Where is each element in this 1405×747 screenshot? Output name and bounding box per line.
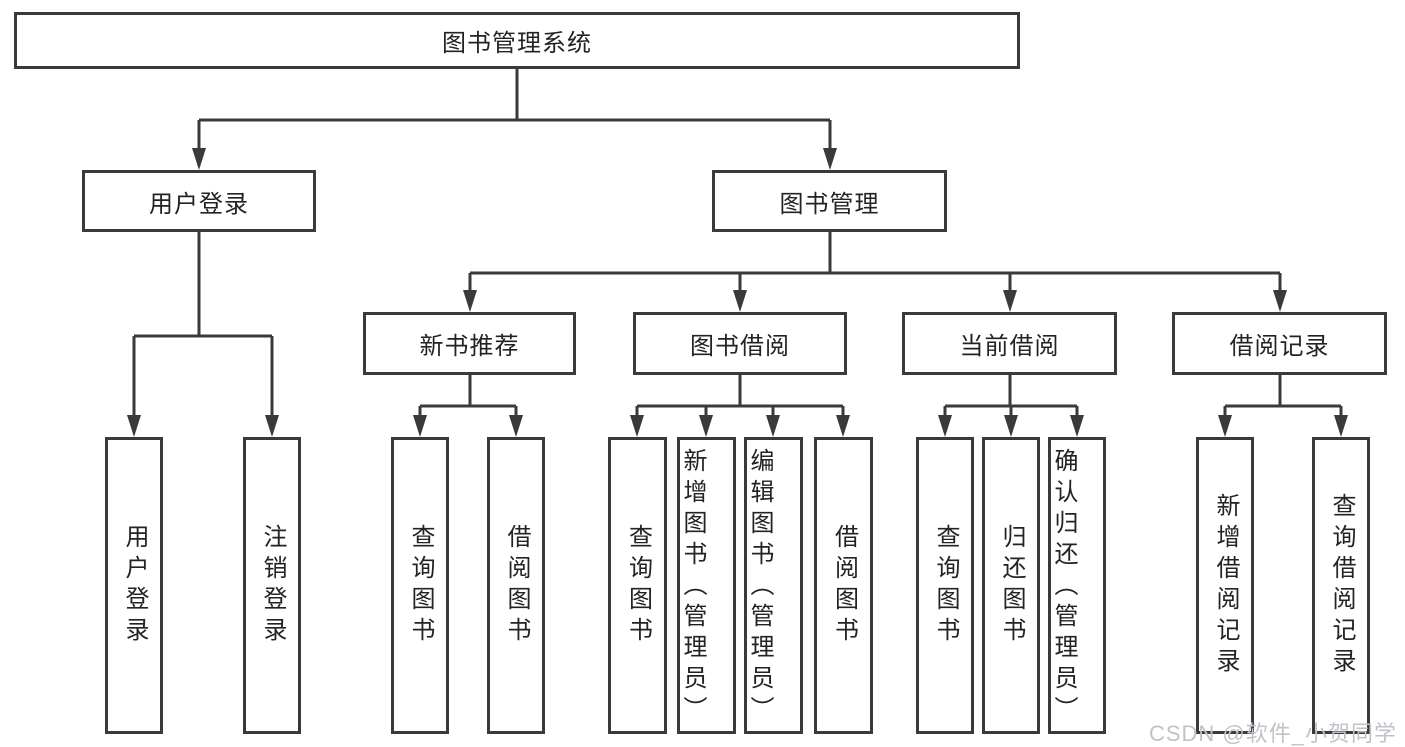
connector-current-borrow-children — [938, 375, 1084, 437]
node-book-management: 图书管理 — [712, 170, 947, 232]
connector-new-book-children — [413, 375, 523, 437]
leaf-query-books-current-label: 查询图书 — [932, 523, 959, 648]
leaf-borrow-books: 借阅图书 — [814, 437, 873, 734]
node-borrowing-records: 借阅记录 — [1172, 312, 1387, 375]
leaf-borrow-books-recommend: 借阅图书 — [487, 437, 545, 734]
connector-book-management-children — [463, 232, 1287, 312]
connector-book-borrow-children — [630, 375, 850, 437]
leaf-query-books-borrowing: 查询图书 — [608, 437, 667, 734]
csdn-watermark: CSDN @软件_小贺同学 — [1148, 721, 1397, 746]
leaf-confirm-return-admin: 确认归还（管理员） — [1048, 437, 1106, 734]
leaf-borrow-books-label: 借阅图书 — [830, 523, 858, 648]
node-new-book-recommendation: 新书推荐 — [363, 312, 576, 375]
leaf-user-login: 用户登录 — [105, 437, 163, 734]
node-user-login: 用户登录 — [82, 170, 316, 232]
leaf-edit-books-admin: 编辑图书（管理员） — [744, 437, 803, 734]
leaf-return-books-label: 归还图书 — [998, 523, 1025, 648]
leaf-add-borrow-record: 新增借阅记录 — [1196, 437, 1254, 734]
node-library-management-system: 图书管理系统 — [14, 12, 1020, 69]
leaf-query-books-recommend: 查询图书 — [391, 437, 449, 734]
leaf-return-books: 归还图书 — [982, 437, 1040, 734]
leaf-query-books-recommend-label: 查询图书 — [407, 523, 434, 648]
leaf-borrow-books-recommend-label: 借阅图书 — [503, 523, 530, 648]
connector-user-login-children — [127, 232, 279, 437]
leaf-add-borrow-record-label: 新增借阅记录 — [1212, 492, 1239, 679]
leaf-query-books-current: 查询图书 — [916, 437, 974, 734]
leaf-add-books-admin: 新增图书（管理员） — [677, 437, 736, 734]
leaf-query-borrow-record: 查询借阅记录 — [1312, 437, 1370, 734]
leaf-edit-books-admin-label: 编辑图书（管理员） — [746, 448, 773, 727]
connector-root-to-level2 — [192, 69, 837, 170]
leaf-logout-label: 注销登录 — [259, 523, 286, 648]
leaf-add-books-admin-label: 新增图书（管理员） — [679, 448, 706, 727]
node-current-borrowing: 当前借阅 — [902, 312, 1117, 375]
leaf-query-books-borrowing-label: 查询图书 — [624, 523, 652, 648]
leaf-confirm-return-admin-label: 确认归还（管理员） — [1050, 448, 1077, 727]
leaf-query-borrow-record-label: 查询借阅记录 — [1328, 492, 1355, 679]
connector-borrow-records-children — [1218, 375, 1348, 437]
leaf-user-login-label: 用户登录 — [121, 523, 148, 648]
leaf-logout: 注销登录 — [243, 437, 301, 734]
node-book-borrowing: 图书借阅 — [633, 312, 847, 375]
